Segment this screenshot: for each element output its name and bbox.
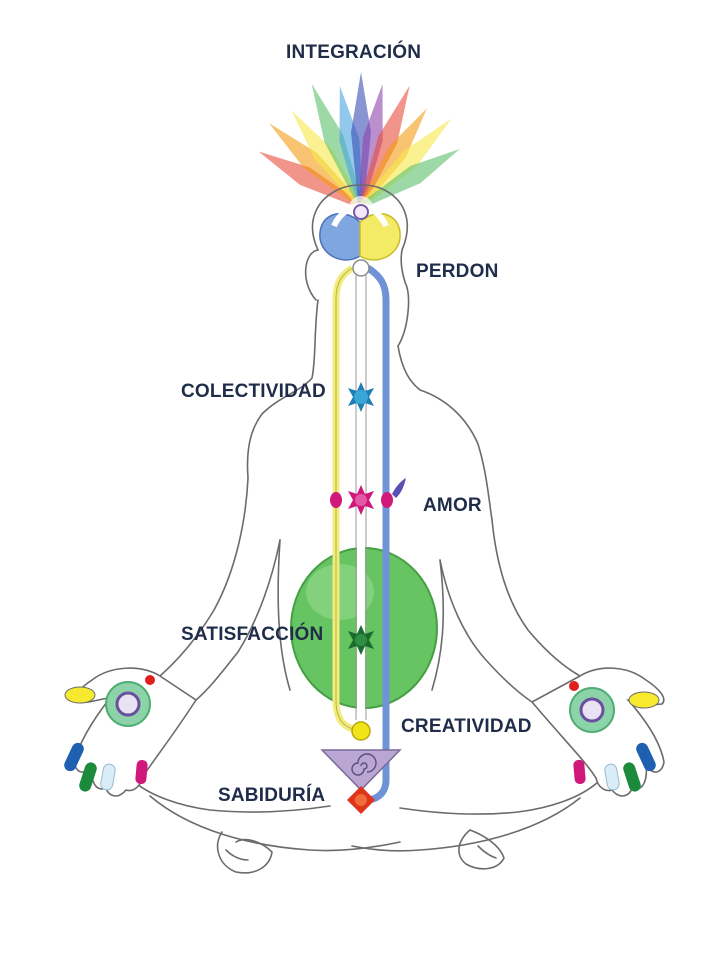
left-palm-inner	[115, 691, 141, 717]
label-sabiduria: SABIDURÍA	[218, 785, 326, 806]
label-satisfaccion: SATISFACCIÓN	[181, 624, 324, 645]
right-finger-light	[604, 763, 620, 791]
mooladhara-chakra	[347, 786, 375, 814]
agnya-chakra	[352, 259, 370, 277]
right-finger-pink	[573, 759, 586, 784]
left-finger-light	[100, 763, 116, 791]
left-finger-blue	[64, 742, 84, 772]
left-ear	[304, 249, 319, 301]
sahasrara-chakra	[353, 204, 369, 220]
left-palm-dot	[145, 675, 155, 685]
left-thumb-tip	[64, 686, 96, 704]
label-colectividad: COLECTIVIDAD	[181, 381, 326, 402]
left-shoulder	[246, 299, 319, 479]
spiral-icon	[351, 753, 377, 776]
right-shoulder	[397, 345, 493, 521]
foot-toes-left	[225, 849, 249, 861]
crown-ray	[358, 83, 383, 207]
right-hand	[530, 667, 665, 797]
left-torso	[277, 539, 291, 691]
crown-ray	[359, 118, 452, 208]
crown-ray	[258, 151, 363, 209]
crown-ray	[359, 149, 460, 209]
right-finger-green	[623, 762, 641, 792]
crown-ray	[291, 110, 363, 208]
label-perdon: PERDON	[416, 261, 499, 282]
crown-rays	[258, 72, 460, 220]
right-thumb-tip	[628, 691, 660, 709]
crown-ray	[358, 108, 427, 208]
left-arm-inner	[195, 539, 281, 701]
swadisthan-chakra	[351, 721, 371, 741]
crown-ray	[268, 123, 363, 208]
right-finger-blue	[636, 742, 656, 772]
head-outline	[311, 184, 410, 347]
lower-leg-left	[149, 795, 401, 852]
label-integracion: INTEGRACIÓN	[286, 42, 422, 63]
kundalini-triangle	[320, 749, 402, 792]
right-arm	[491, 519, 581, 677]
right-palm-dot	[569, 681, 579, 691]
left-arm	[159, 477, 249, 677]
lower-leg-right	[351, 797, 581, 852]
right-palm-inner	[579, 697, 605, 723]
nabhi-chakra	[348, 625, 374, 655]
left-finger-green	[79, 762, 97, 792]
left-foot	[216, 831, 273, 874]
left-hand	[64, 667, 198, 797]
right-torso	[431, 559, 445, 691]
label-amor: AMOR	[423, 495, 482, 516]
left-finger-pink	[135, 760, 148, 785]
crown-ray	[358, 85, 410, 207]
vishuddhi-chakra	[348, 382, 374, 412]
foot-toes-right	[477, 845, 497, 859]
label-creatividad: CREATIVIDAD	[401, 716, 532, 737]
blue-right-channel	[365, 265, 390, 804]
anahat-chakra	[348, 485, 374, 515]
right-foot	[458, 829, 505, 870]
left-heart-dot	[330, 492, 342, 508]
right-arm-inner	[439, 559, 533, 703]
right-heart-dot	[381, 492, 393, 508]
heart-flame	[392, 478, 406, 498]
